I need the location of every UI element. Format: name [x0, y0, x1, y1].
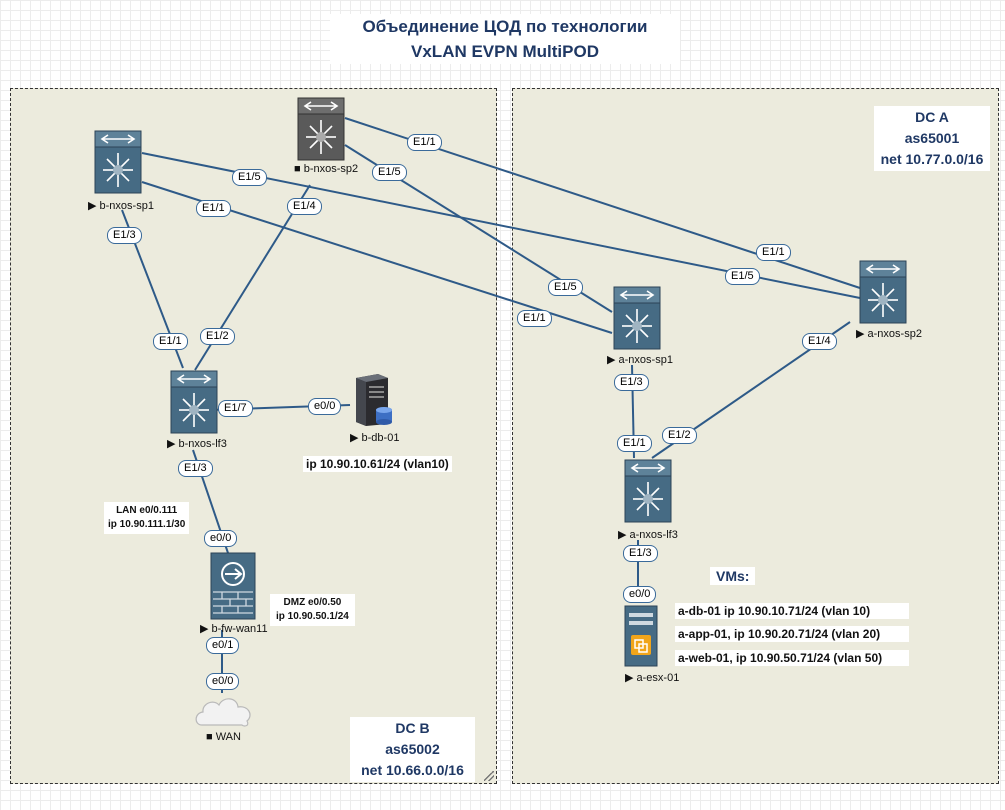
- port-label[interactable]: E1/3: [178, 460, 213, 477]
- device-name: a-nxos-sp1: [618, 354, 673, 366]
- nexus-switch-icon: [613, 286, 661, 350]
- b-nxos-sp2-label: ■ b-nxos-sp2: [294, 163, 359, 175]
- lan-note: LAN e0/0.111 ip 10.90.111.1/30: [104, 502, 190, 534]
- a-esx-01-node[interactable]: [624, 605, 658, 672]
- a-nxos-sp1-label: ▶ a-nxos-sp1: [607, 354, 673, 366]
- port-label[interactable]: E1/4: [287, 198, 322, 215]
- port-label[interactable]: e0/0: [623, 586, 657, 603]
- b-nxos-sp2-node[interactable]: [297, 97, 345, 166]
- a-nxos-sp2-label: ▶ a-nxos-sp2: [856, 328, 922, 340]
- b-nxos-lf3-node[interactable]: [170, 370, 218, 439]
- port-label[interactable]: E1/1: [617, 435, 652, 452]
- port-label[interactable]: E1/1: [517, 310, 552, 327]
- b-db-ip-note: ip 10.90.10.61/24 (vlan10): [303, 456, 452, 472]
- nexus-switch-icon: [859, 260, 907, 324]
- device-name: a-nxos-sp2: [867, 328, 922, 340]
- nexus-switch-icon: [170, 370, 218, 434]
- a-nxos-sp2-node[interactable]: [859, 260, 907, 329]
- b-db-01-node[interactable]: [352, 372, 394, 433]
- port-label[interactable]: E1/5: [372, 164, 407, 181]
- lan-iface-text: LAN e0/0.111: [116, 505, 178, 516]
- a-esx-01-label: ▶ a-esx-01: [625, 672, 680, 684]
- dc-a-net: net 10.77.0.0/16: [880, 151, 984, 167]
- diagram-title: Объединение ЦОД по технологии VxLAN EVPN…: [330, 14, 680, 64]
- wan-node[interactable]: [192, 693, 256, 734]
- b-fw-wan11-label: ▶ b-fw-wan11: [200, 623, 268, 635]
- vm-entry: a-db-01 ip 10.90.10.71/24 (vlan 10): [675, 603, 909, 619]
- b-fw-wan11-node[interactable]: [210, 552, 256, 625]
- port-label[interactable]: E1/4: [802, 333, 837, 350]
- port-label[interactable]: E1/5: [548, 279, 583, 296]
- dc-b-net: net 10.66.0.0/16: [361, 762, 464, 778]
- cloud-icon: [195, 698, 251, 727]
- port-label[interactable]: E1/1: [153, 333, 188, 350]
- dc-a-info: DC A as65001 net 10.77.0.0/16: [874, 106, 990, 171]
- port-label[interactable]: E1/1: [196, 200, 231, 217]
- port-label[interactable]: E1/5: [725, 268, 760, 285]
- port-label[interactable]: E1/3: [623, 545, 658, 562]
- a-nxos-sp1-node[interactable]: [613, 286, 661, 355]
- device-name: WAN: [215, 731, 241, 743]
- port-label[interactable]: E1/2: [200, 328, 235, 345]
- port-label[interactable]: E1/1: [756, 244, 791, 261]
- port-label[interactable]: E1/1: [407, 134, 442, 151]
- dc-b-area[interactable]: [10, 88, 497, 784]
- firewall-icon: [210, 552, 256, 620]
- nexus-switch-icon: [297, 97, 345, 161]
- device-name: a-esx-01: [636, 672, 680, 684]
- resize-grip-icon[interactable]: [484, 771, 494, 781]
- dc-b-as: as65002: [385, 741, 440, 757]
- port-label[interactable]: E1/3: [614, 374, 649, 391]
- device-name: b-nxos-lf3: [178, 438, 227, 450]
- port-label[interactable]: E1/3: [107, 227, 142, 244]
- device-name: b-nxos-sp1: [99, 200, 154, 212]
- dc-a-as: as65001: [904, 130, 960, 146]
- b-nxos-sp1-label: ▶ b-nxos-sp1: [88, 200, 154, 212]
- device-name: a-nxos-lf3: [629, 529, 678, 541]
- dmz-note: DMZ e0/0.50 ip 10.90.50.1/24: [270, 594, 355, 626]
- esx-host-icon: [624, 605, 658, 667]
- nexus-switch-icon: [94, 130, 142, 194]
- device-name: b-db-01: [361, 432, 400, 444]
- lan-ip-text: ip 10.90.111.1/30: [108, 519, 186, 530]
- wan-label: ■ WAN: [206, 731, 241, 743]
- port-label[interactable]: e0/0: [206, 673, 240, 690]
- b-db-01-label: ▶ b-db-01: [350, 432, 400, 444]
- port-label[interactable]: E1/7: [218, 400, 253, 417]
- vms-title: VMs:: [710, 567, 756, 585]
- device-name: b-fw-wan11: [211, 623, 268, 635]
- server-icon: [356, 374, 392, 426]
- port-label[interactable]: e0/0: [204, 530, 238, 547]
- dc-b-info: DC B as65002 net 10.66.0.0/16: [350, 717, 475, 782]
- port-label[interactable]: E1/2: [662, 427, 697, 444]
- dc-a-name: DC A: [915, 109, 949, 125]
- device-name: b-nxos-sp2: [303, 163, 359, 175]
- vm-entry: a-app-01, ip 10.90.20.71/24 (vlan 20): [675, 626, 909, 642]
- dmz-iface-text: DMZ e0/0.50: [283, 597, 342, 608]
- title-line-2: VxLAN EVPN MultiPOD: [411, 42, 599, 61]
- port-label[interactable]: e0/0: [308, 398, 342, 415]
- port-label[interactable]: e0/1: [206, 637, 240, 654]
- vm-entry: a-web-01, ip 10.90.50.71/24 (vlan 50): [675, 650, 909, 666]
- dc-a-area[interactable]: [512, 88, 999, 784]
- b-nxos-sp1-node[interactable]: [94, 130, 142, 199]
- a-nxos-lf3-node[interactable]: [624, 459, 672, 528]
- dc-b-name: DC B: [395, 720, 430, 736]
- dmz-ip-text: ip 10.90.50.1/24: [276, 611, 349, 622]
- nexus-switch-icon: [624, 459, 672, 523]
- port-label[interactable]: E1/5: [232, 169, 267, 186]
- a-nxos-lf3-label: ▶ a-nxos-lf3: [618, 529, 678, 541]
- title-line-1: Объединение ЦОД по технологии: [362, 17, 648, 36]
- b-nxos-lf3-label: ▶ b-nxos-lf3: [167, 438, 227, 450]
